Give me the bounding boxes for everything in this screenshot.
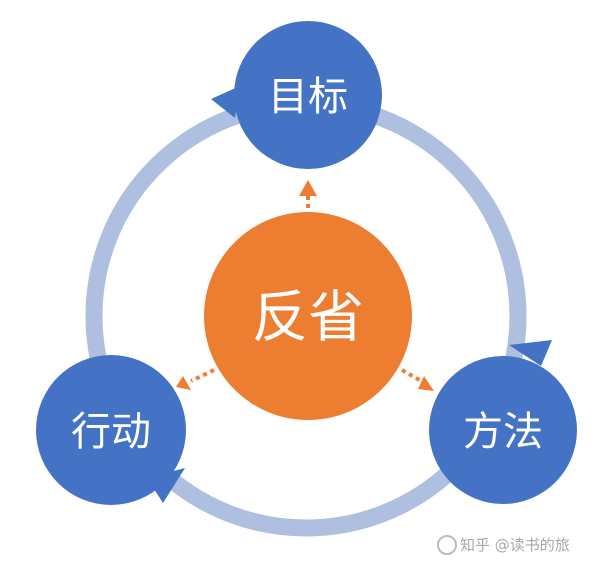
goal-node-label: 目标 — [268, 74, 348, 120]
center-node-label: 反省 — [252, 286, 364, 351]
ring-arrowhead-into-goal — [211, 86, 240, 118]
action-node — [36, 355, 186, 505]
center-node — [204, 212, 412, 420]
method-node — [429, 356, 577, 504]
dotted-arrow-to-method — [401, 368, 434, 391]
method-node-label: 方法 — [463, 409, 543, 455]
watermark-logo-icon — [437, 535, 457, 555]
dotted-arrow-to-action — [176, 368, 215, 390]
ring-arrowhead-into-method — [509, 340, 552, 366]
action-node-label: 行动 — [71, 409, 151, 455]
goal-node — [234, 21, 382, 169]
watermark: 知乎 @读书的旅 — [437, 535, 570, 555]
watermark-text: 知乎 @读书的旅 — [460, 536, 570, 554]
